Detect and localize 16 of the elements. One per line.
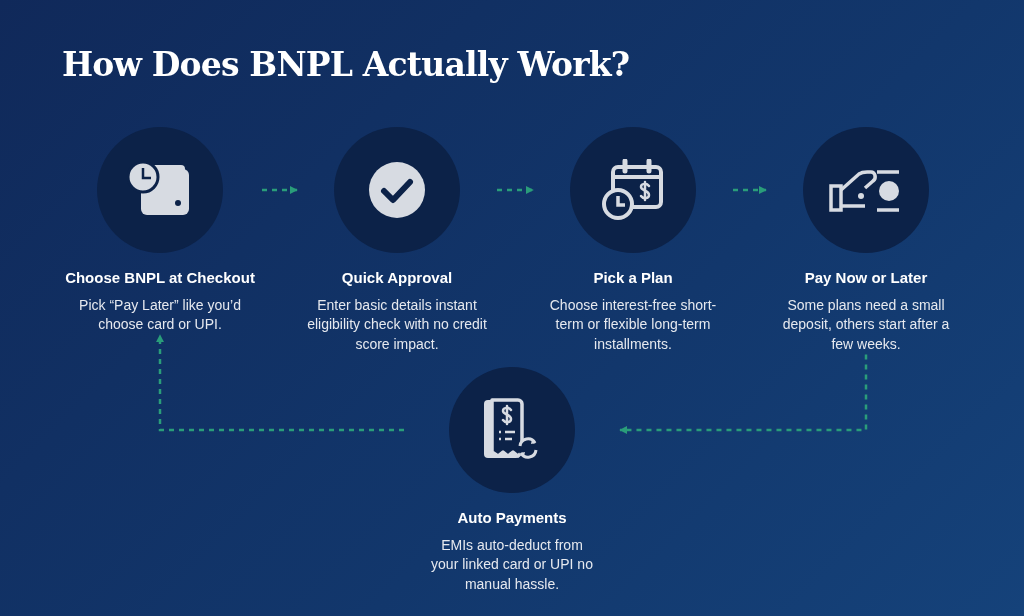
step-description: Pick “Pay Later” like you’d choose card or UPI. [78,295,242,335]
step-title: Pay Now or Later [804,269,928,288]
arrow [619,354,868,434]
arrow [733,186,767,194]
step-description: Enter basic details instant eligibility check with no credit score impact. [306,295,488,354]
step-description: Choose interest-free short-term or flexible long-term installments. [548,295,718,354]
step-title: Auto Payments [457,509,567,528]
step-description: Some plans need a small deposit, others start after a few weeks. [781,295,951,354]
title: How Does BNPL Actually Work? [62,44,630,86]
arrow [262,186,298,194]
step-title: Pick a Plan [593,269,673,288]
arrow [156,334,404,432]
arrow [497,186,534,194]
step-description: EMIs auto-deduct from your linked card or UPI no manual hassle. [430,535,594,594]
step-title: Quick Approval [341,269,453,288]
step-title: Choose BNPL at Checkout [65,269,255,288]
